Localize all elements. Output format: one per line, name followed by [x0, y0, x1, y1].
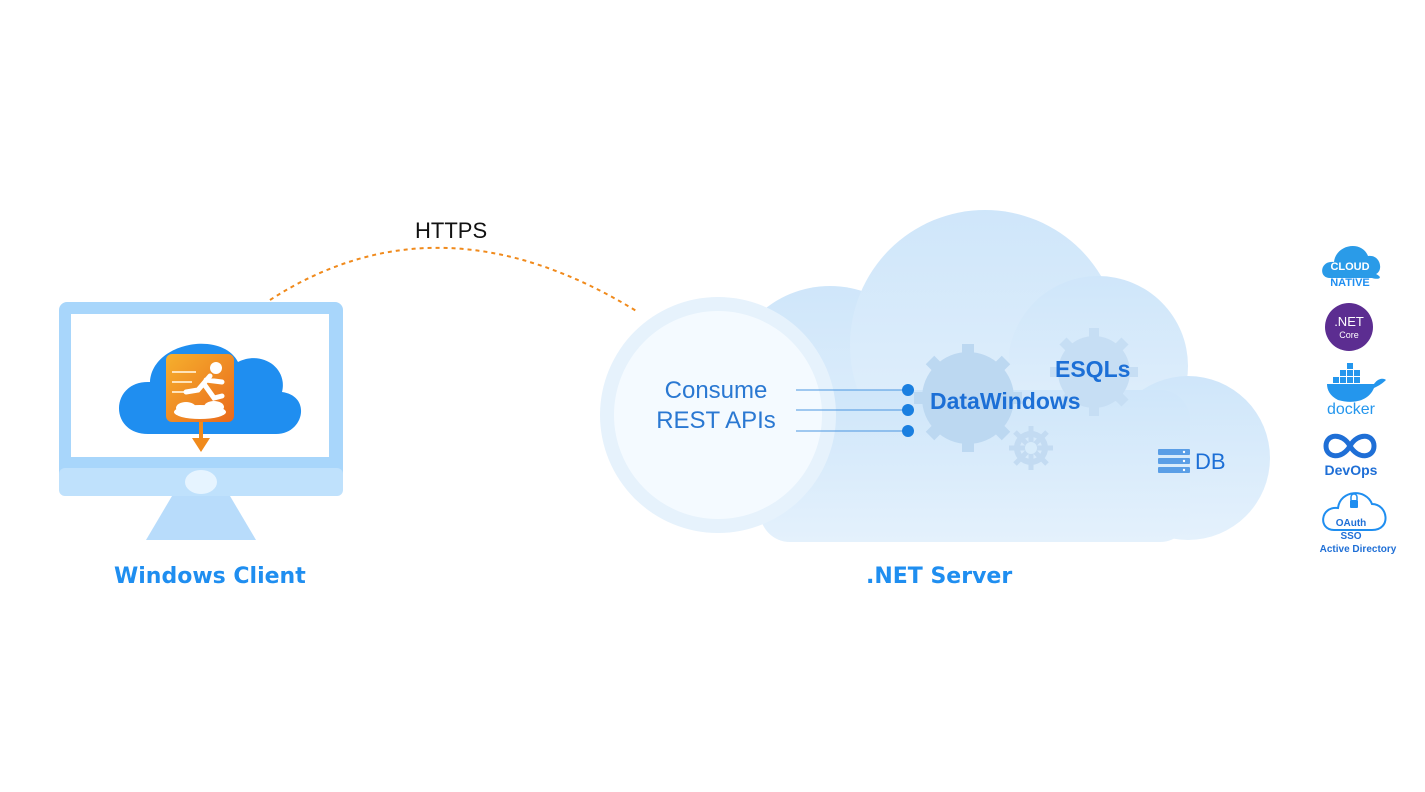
cloud-native-bottom-text: NATIVE — [1330, 277, 1370, 289]
consume-rest-apis-label: Consume REST APIs — [640, 376, 792, 436]
active-directory-text: Active Directory — [1319, 544, 1397, 555]
oauth-icon — [1322, 492, 1387, 531]
netcore-icon — [1325, 303, 1373, 351]
db-label: DB — [1195, 449, 1226, 474]
netcore-top-text: .NET — [1334, 314, 1364, 329]
gear-icon — [914, 344, 1022, 452]
cloud-native-top-text: CLOUD — [1330, 261, 1370, 273]
windows-client-label: Windows Client — [114, 564, 306, 589]
runner-app-icon — [166, 354, 234, 422]
datawindows-label: DataWindows — [930, 388, 1081, 414]
cloud-native-icon — [1322, 245, 1381, 279]
docker-text: docker — [1326, 401, 1376, 418]
devops-text: DevOps — [1324, 462, 1378, 478]
devops-icon — [1323, 433, 1377, 459]
database-icon — [1158, 449, 1190, 473]
netcore-bottom-text: Core — [1339, 330, 1359, 340]
oauth-text: OAuth — [1335, 518, 1367, 529]
net-server-label: .NET Server — [866, 564, 1013, 589]
docker-icon — [1327, 363, 1386, 402]
https-label: HTTPS — [415, 218, 488, 243]
consume-line-1: Consume — [664, 377, 768, 404]
gear-icon — [1050, 328, 1138, 416]
download-arrow-icon — [192, 422, 210, 452]
https-connection-arc — [269, 246, 639, 313]
sso-text: SSO — [1340, 531, 1362, 542]
api-circle — [614, 311, 822, 519]
esqls-label: ESQLs — [1055, 356, 1131, 382]
consume-line-2: REST APIs — [656, 407, 776, 434]
api-connector-lines — [796, 384, 914, 437]
gear-icon — [1009, 426, 1053, 470]
